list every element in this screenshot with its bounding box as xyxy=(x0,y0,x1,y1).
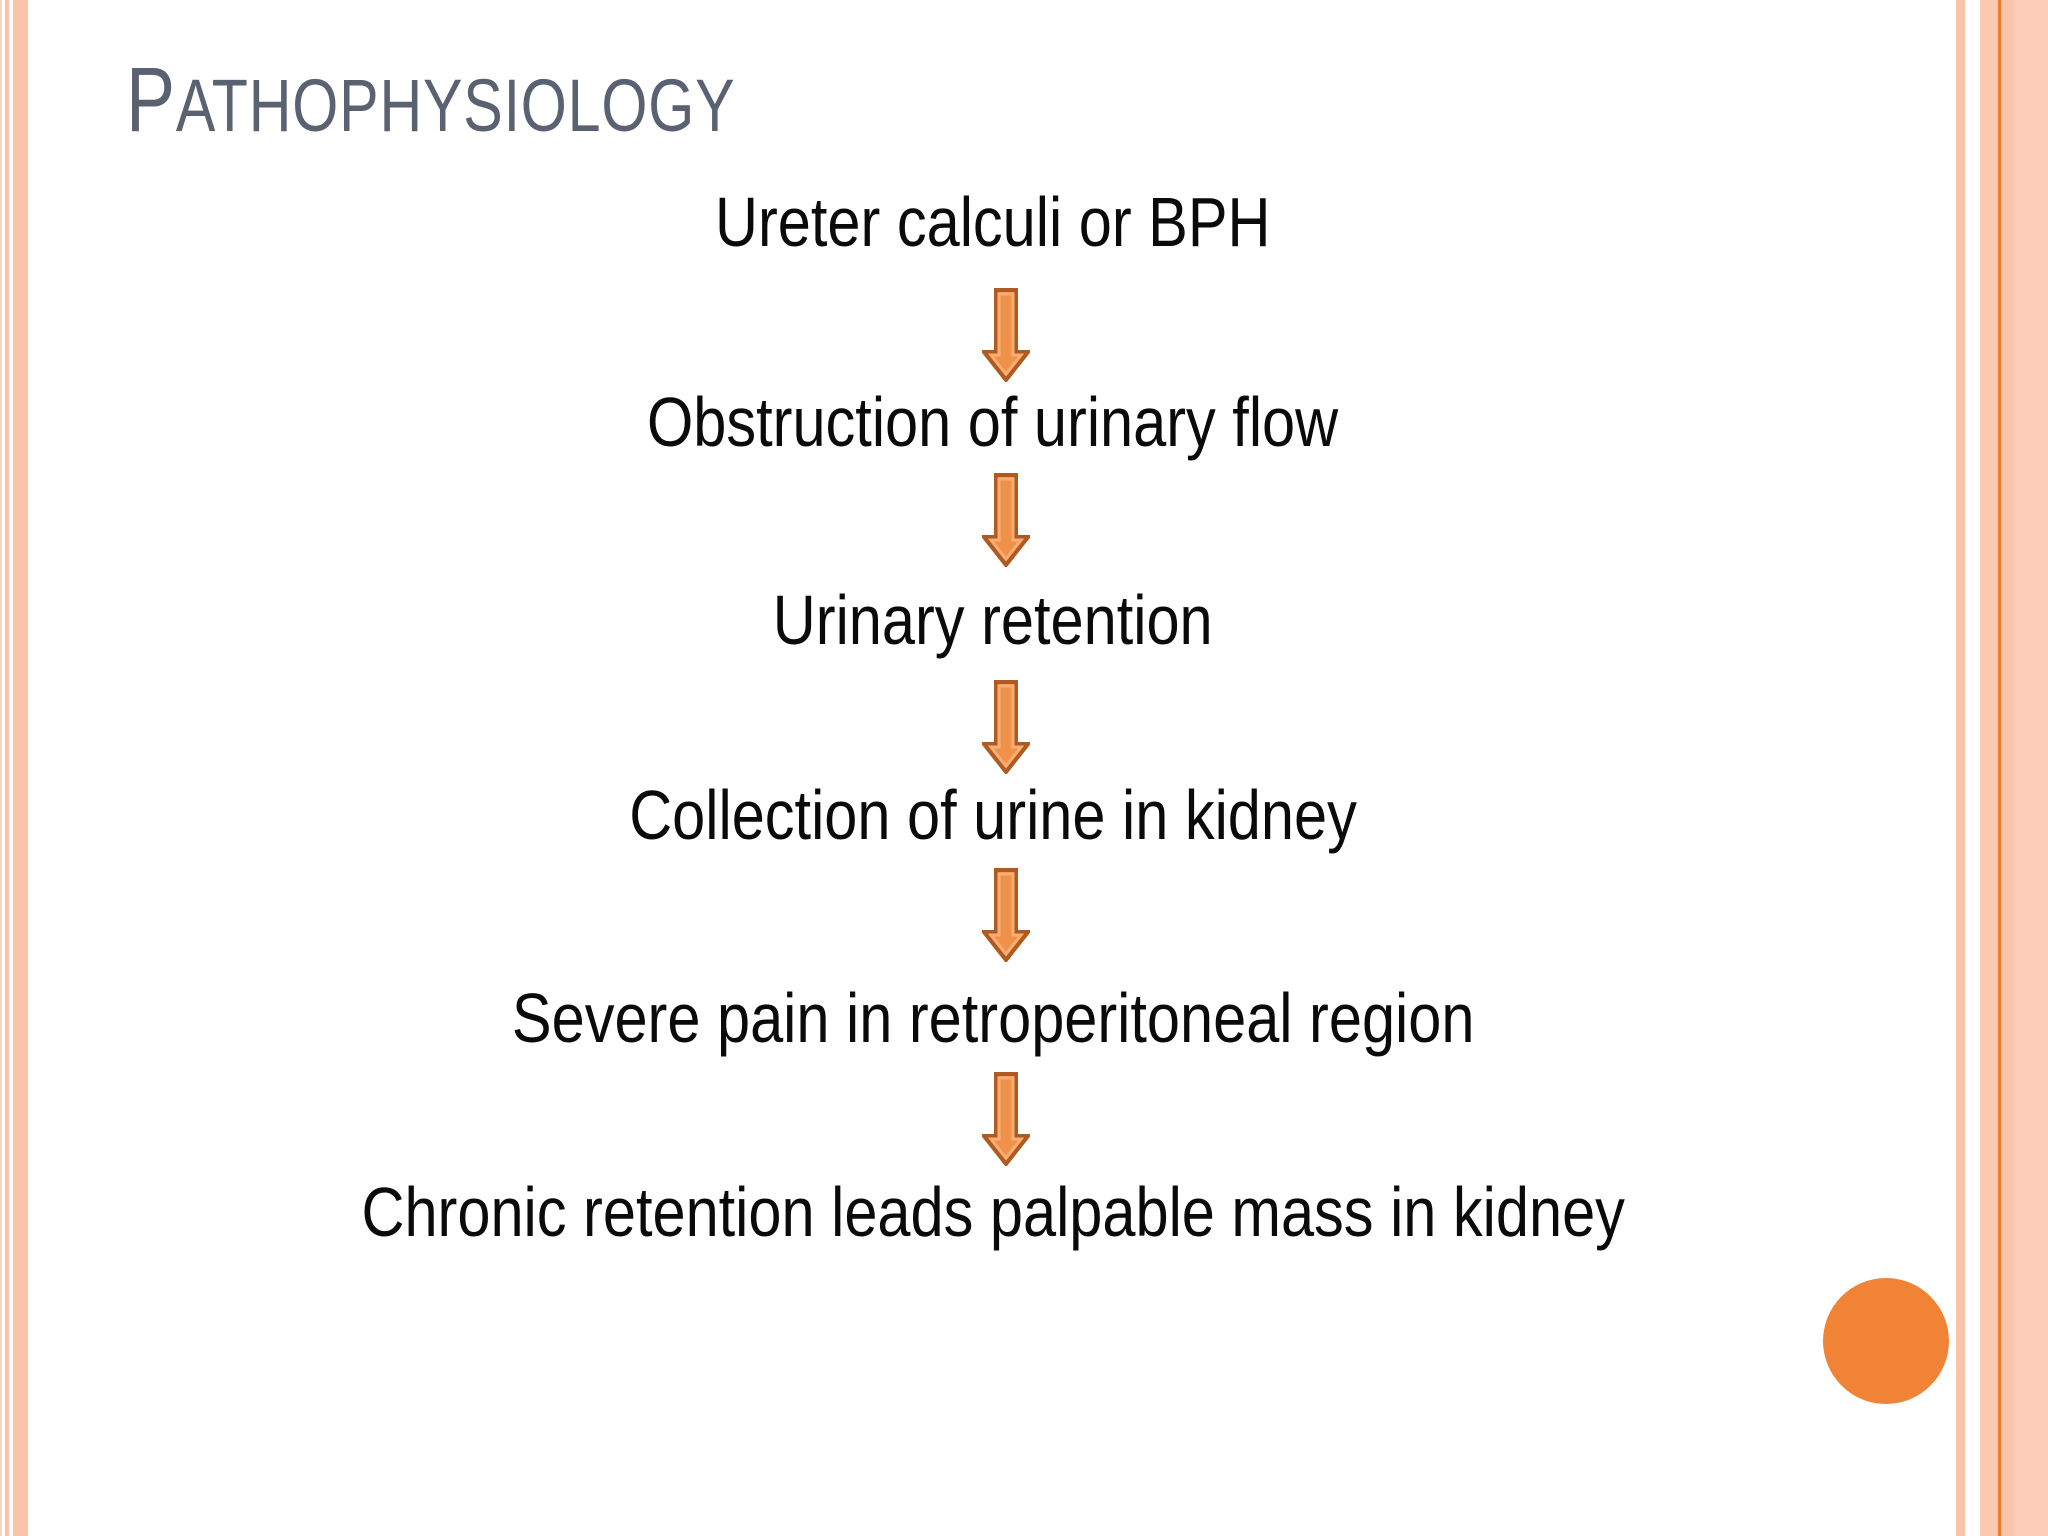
flow-step-1: Ureter calculi or BPH xyxy=(28,187,1958,257)
right-stripe-border xyxy=(1956,0,2048,1536)
left-stripe-border xyxy=(0,0,30,1536)
slide-title-rest: ATHOPHYSIOLOGY xyxy=(175,64,736,147)
down-arrow-icon xyxy=(982,1072,1030,1166)
flow-step-label: Ureter calculi or BPH xyxy=(715,183,1271,261)
down-arrow-icon xyxy=(982,868,1030,962)
down-arrow-icon xyxy=(982,473,1030,567)
down-arrow-icon xyxy=(982,680,1030,774)
flow-step-6: Chronic retention leads palpable mass in… xyxy=(28,1177,1958,1247)
flow-step-4: Collection of urine in kidney xyxy=(28,780,1958,850)
down-arrow-icon xyxy=(982,288,1030,382)
flow-step-label: Chronic retention leads palpable mass in… xyxy=(361,1173,1625,1251)
orange-circle-decoration xyxy=(1823,1278,1949,1404)
flow-step-label: Severe pain in retroperitoneal region xyxy=(511,979,1475,1057)
flow-step-5: Severe pain in retroperitoneal region xyxy=(28,983,1958,1053)
flow-step-3: Urinary retention xyxy=(28,585,1958,655)
flow-step-label: Urinary retention xyxy=(773,581,1213,659)
flow-step-2: Obstruction of urinary flow xyxy=(28,387,1958,457)
flow-step-label: Obstruction of urinary flow xyxy=(647,383,1339,461)
slide-title-first-letter: P xyxy=(126,49,176,151)
slide-title: PATHOPHYSIOLOGY xyxy=(126,54,888,166)
flow-step-label: Collection of urine in kidney xyxy=(629,776,1357,854)
